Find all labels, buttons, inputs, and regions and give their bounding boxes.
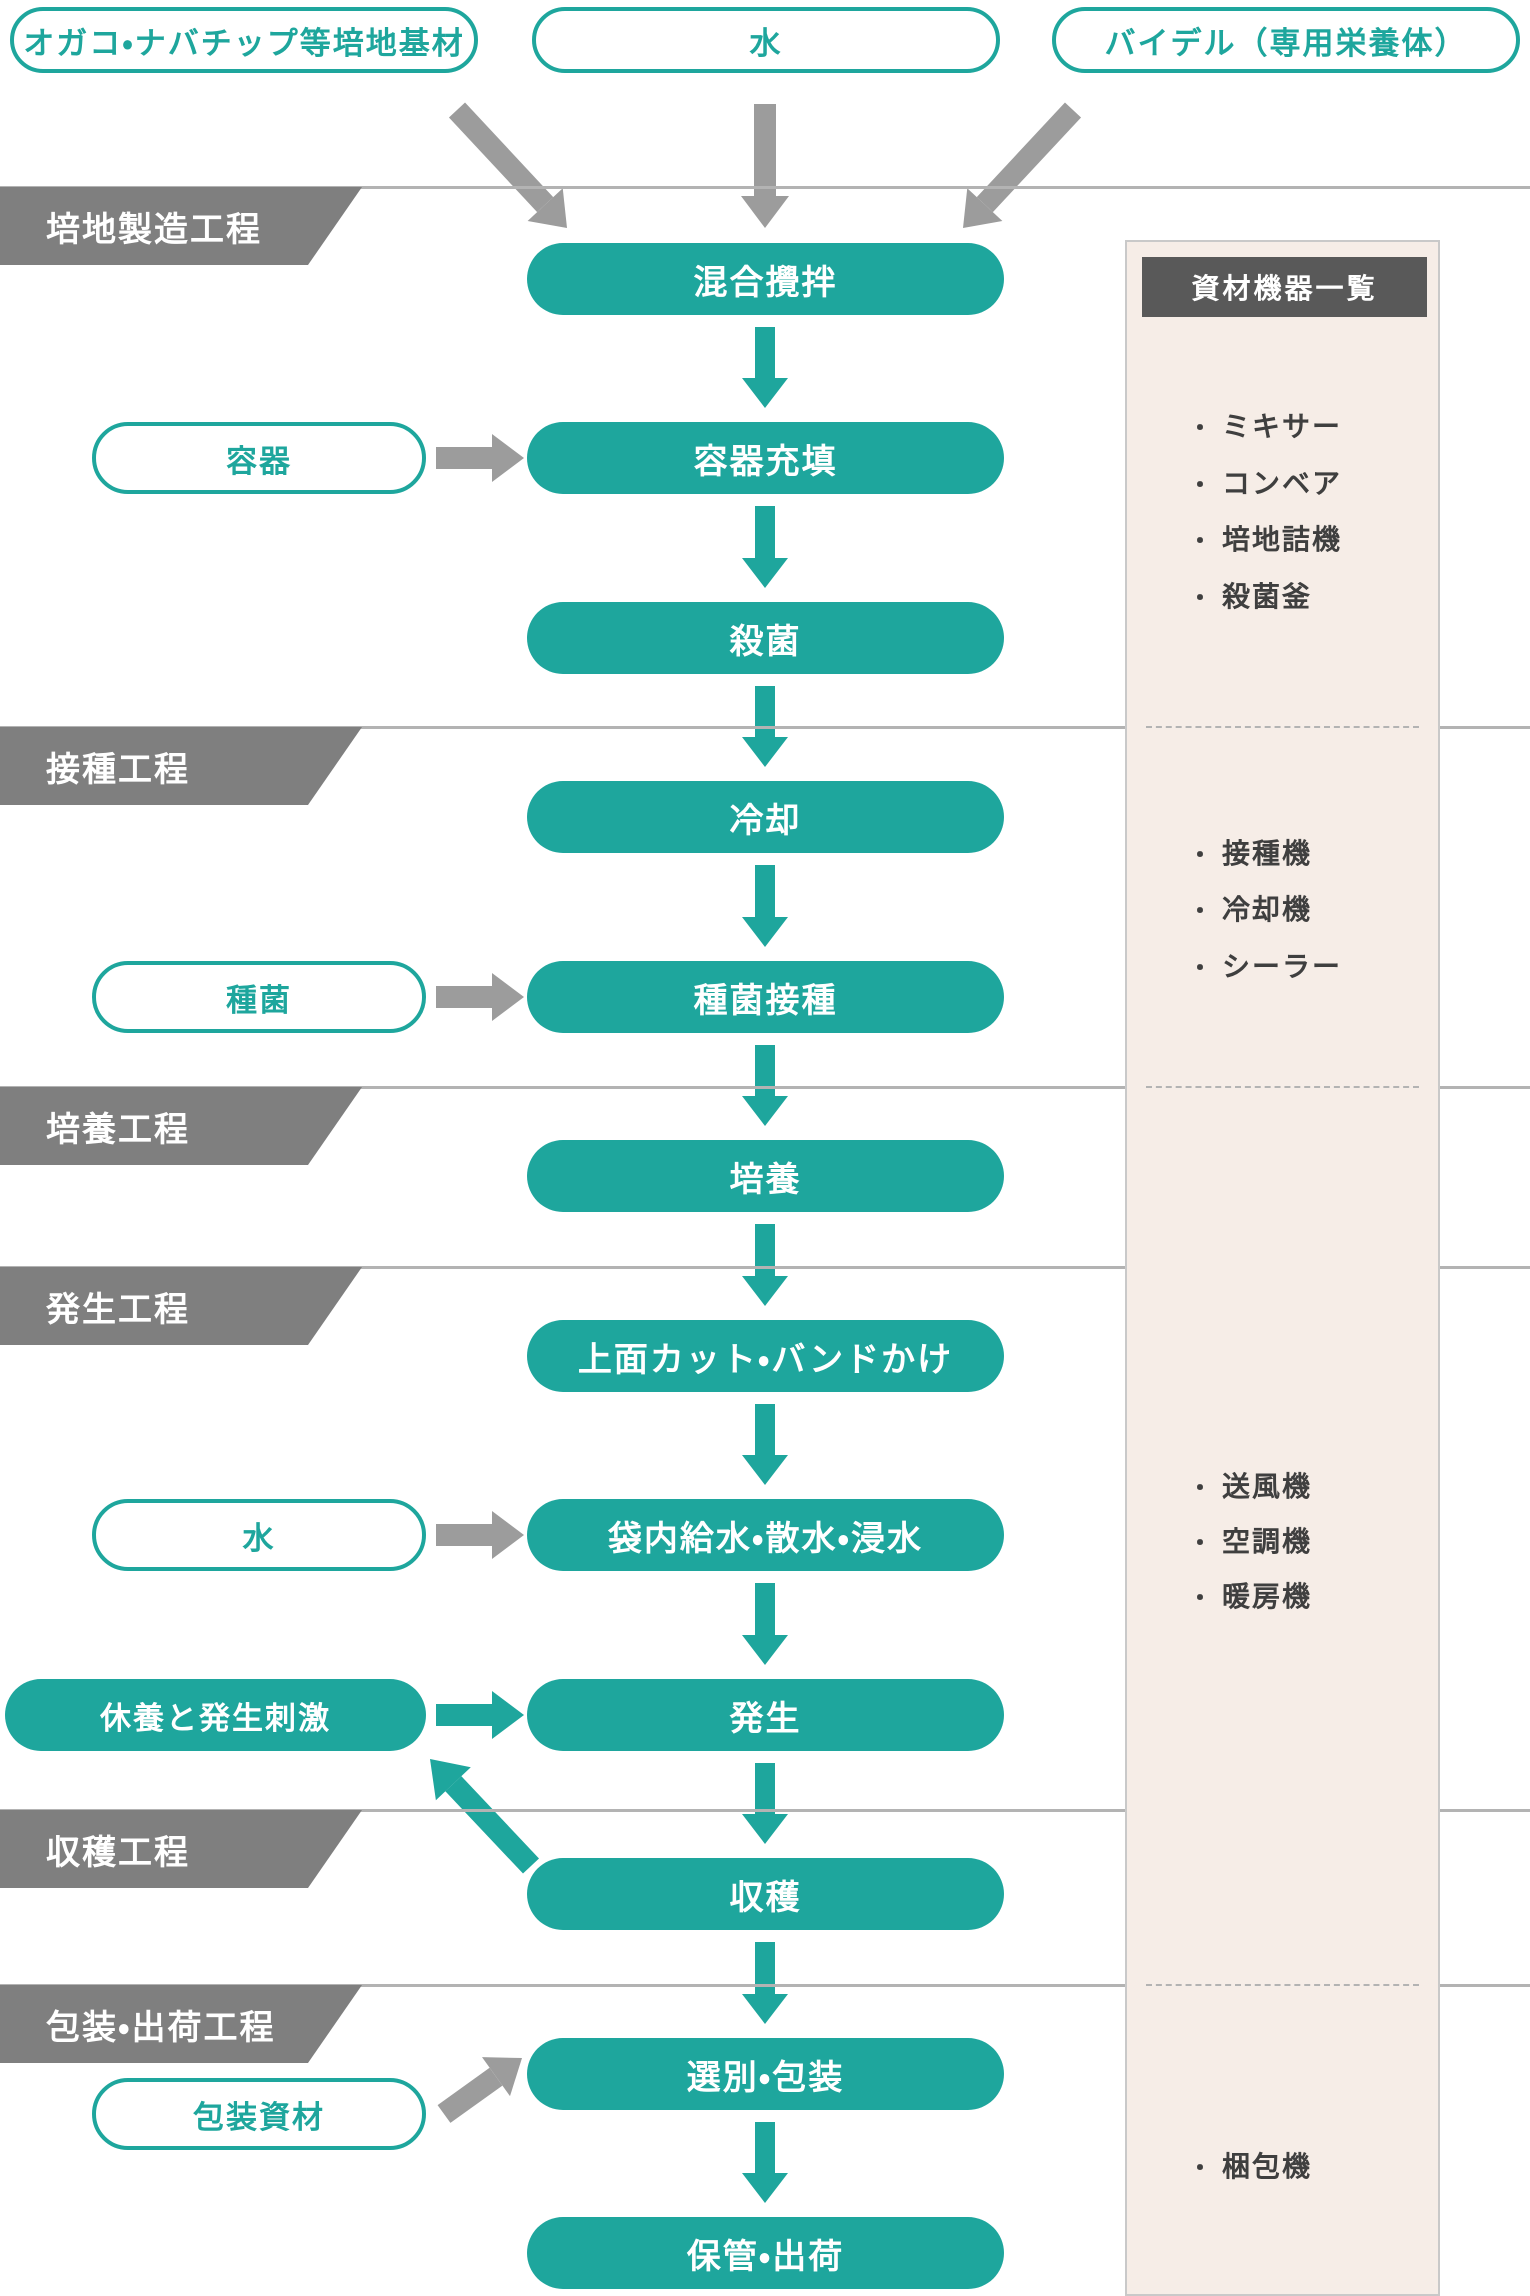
equipment-item-label: シーラー: [1222, 951, 1343, 982]
equipment-item-label: 送風機: [1222, 1471, 1313, 1502]
equipment-item: ・冷却機: [1188, 888, 1312, 928]
flow-arrow-down: [742, 1942, 788, 2024]
flow-arrow-down: [742, 327, 788, 408]
side-input-pill: 種菌: [92, 961, 426, 1033]
process-step-pill: 容器充填: [527, 422, 1004, 494]
equipment-item: ・培地詰機: [1188, 518, 1342, 558]
equipment-item-bullet: ・: [1188, 471, 1214, 499]
process-step-pill: 種菌接種: [527, 961, 1004, 1033]
packaging-material-arrow: [437, 2057, 522, 2123]
side-input-pill: 水: [92, 1499, 426, 1571]
stage-divider-line: [0, 726, 1530, 729]
top-input-box: 水: [532, 7, 1000, 73]
side-input-arrow: [436, 973, 524, 1021]
equipment-item-bullet: ・: [1188, 584, 1214, 612]
equipment-item-label: 冷却機: [1222, 894, 1313, 925]
process-step-pill: 発生: [527, 1679, 1004, 1751]
process-step-pill: 混合攪拌: [527, 243, 1004, 315]
rest-stimulus-arrow: [436, 1691, 524, 1739]
equipment-item: ・暖房機: [1188, 1575, 1312, 1615]
equipment-item: ・梱包機: [1188, 2145, 1312, 2185]
side-input-pill: 容器: [92, 422, 426, 494]
flow-arrow-down: [742, 865, 788, 947]
equipment-item-bullet: ・: [1188, 1584, 1214, 1612]
equipment-item: ・殺菌釜: [1188, 575, 1312, 615]
equipment-item-label: 接種機: [1222, 838, 1313, 869]
side-input-arrow: [436, 1511, 524, 1559]
stage-label-2: 接種工程: [0, 727, 362, 805]
flow-arrow-down: [742, 1404, 788, 1485]
process-step-pill: 冷却: [527, 781, 1004, 853]
equipment-item-label: 空調機: [1222, 1526, 1313, 1557]
stage-divider-line: [0, 1266, 1530, 1269]
stage-label-3: 培養工程: [0, 1087, 362, 1165]
top-input-arrow-right: [963, 102, 1082, 228]
flow-arrow-down: [742, 1224, 788, 1306]
equipment-item-label: 梱包機: [1222, 2151, 1313, 2182]
flow-arrow-down: [742, 1583, 788, 1665]
process-step-pill: 収穫: [527, 1858, 1004, 1930]
stage-divider-line: [0, 1809, 1530, 1812]
flow-arrow-down: [742, 2122, 788, 2203]
side-input-pill: 休養と発生刺激: [5, 1679, 426, 1751]
top-input-box: オガコ・ナバチップ等培地基材: [10, 7, 478, 73]
top-input-box: バイデル（専用栄養体）: [1052, 7, 1520, 73]
process-step-pill: 上面カット・バンドかけ: [527, 1320, 1004, 1392]
stage-label-6: 包装・出荷工程: [0, 1985, 362, 2063]
equipment-item-label: 暖房機: [1222, 1581, 1313, 1612]
equipment-group-divider: [1146, 726, 1419, 728]
equipment-item-bullet: ・: [1188, 2154, 1214, 2182]
equipment-panel-title: 資材機器一覧: [1142, 257, 1427, 317]
side-input-pill: 包装資材: [92, 2078, 426, 2150]
stage-label-1: 培地製造工程: [0, 187, 362, 265]
equipment-item-bullet: ・: [1188, 1474, 1214, 1502]
equipment-item-bullet: ・: [1188, 1529, 1214, 1557]
equipment-group-divider: [1146, 1086, 1419, 1088]
stage-divider-line: [0, 186, 1530, 189]
equipment-item-bullet: ・: [1188, 954, 1214, 982]
process-step-pill: 保管・出荷: [527, 2217, 1004, 2289]
equipment-item-label: 培地詰機: [1222, 524, 1343, 555]
equipment-item: ・送風機: [1188, 1465, 1312, 1505]
stage-label-4: 発生工程: [0, 1267, 362, 1345]
equipment-item-bullet: ・: [1188, 841, 1214, 869]
equipment-item-bullet: ・: [1188, 897, 1214, 925]
equipment-item: ・ミキサー: [1188, 405, 1342, 445]
harvest-feedback-arrow: [430, 1759, 539, 1874]
equipment-item: ・コンベア: [1188, 462, 1342, 502]
equipment-item-label: ミキサー: [1222, 411, 1343, 442]
process-step-pill: 選別・包装: [527, 2038, 1004, 2110]
equipment-item: ・空調機: [1188, 1520, 1312, 1560]
equipment-item-bullet: ・: [1188, 414, 1214, 442]
equipment-item-label: コンベア: [1222, 468, 1343, 499]
stage-divider-line: [0, 1984, 1530, 1987]
stage-label-5: 収穫工程: [0, 1810, 362, 1888]
equipment-item-label: 殺菌釜: [1222, 581, 1313, 612]
equipment-item: ・シーラー: [1188, 945, 1342, 985]
top-input-arrow-middle: [741, 104, 789, 228]
process-step-pill: 袋内給水・散水・浸水: [527, 1499, 1004, 1571]
process-step-pill: 培養: [527, 1140, 1004, 1212]
stage-divider-line: [0, 1086, 1530, 1089]
flow-arrow-down: [742, 506, 788, 588]
equipment-group-divider: [1146, 1984, 1419, 1986]
process-step-pill: 殺菌: [527, 602, 1004, 674]
flow-arrow-down: [742, 1763, 788, 1844]
equipment-item-bullet: ・: [1188, 527, 1214, 555]
side-input-arrow: [436, 434, 524, 482]
equipment-panel: 資材機器一覧: [1125, 240, 1440, 2296]
equipment-item: ・接種機: [1188, 832, 1312, 872]
top-input-arrow-left: [448, 102, 567, 228]
